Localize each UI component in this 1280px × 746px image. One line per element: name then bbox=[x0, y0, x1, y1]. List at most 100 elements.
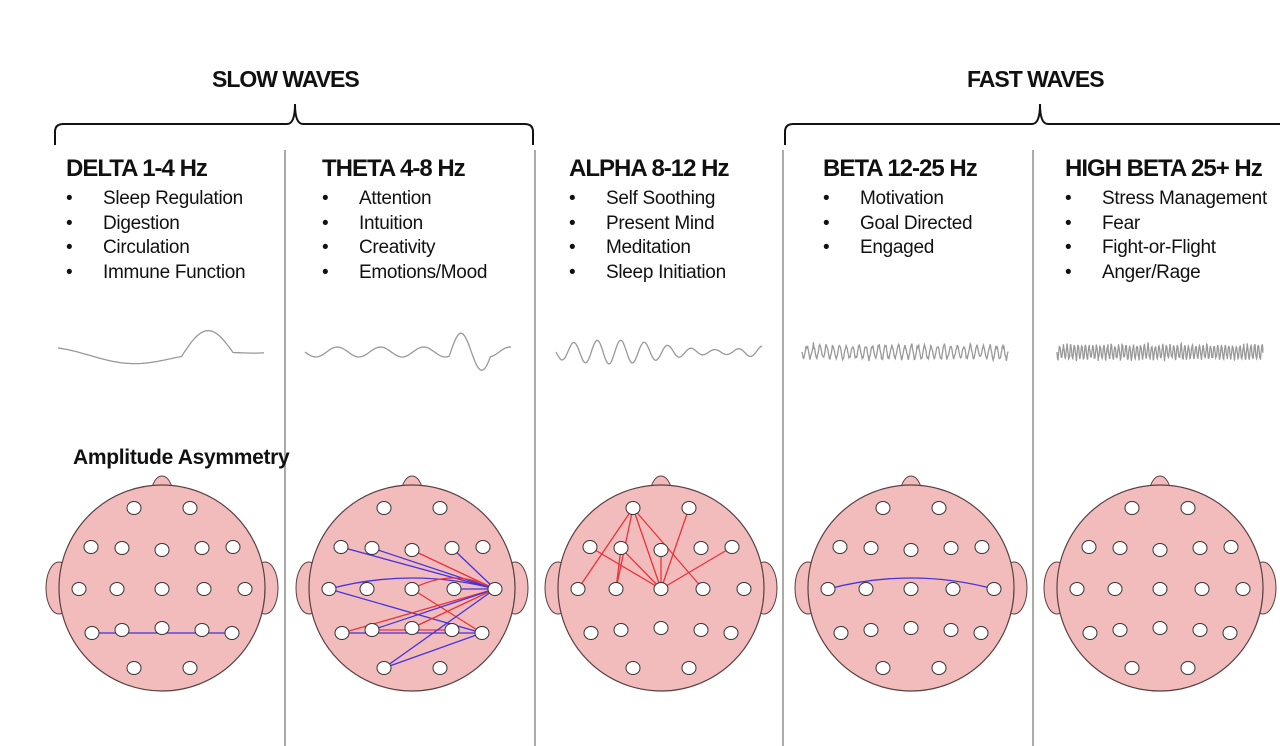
function-item: •Intuition bbox=[322, 212, 572, 237]
electrode bbox=[1223, 540, 1239, 554]
function-list: •Stress Management•Fear•Fight-or-Flight•… bbox=[1065, 187, 1280, 286]
function-item: • Immune Function bbox=[66, 261, 316, 286]
electrode bbox=[858, 582, 874, 596]
electrode bbox=[695, 582, 711, 596]
bullet-icon: • bbox=[66, 237, 73, 259]
electrode bbox=[446, 582, 462, 596]
band-column: HIGH BETA 25+ Hz •Stress Management•Fear•… bbox=[1065, 155, 1280, 286]
electrode bbox=[364, 541, 380, 555]
function-item: •Digestion bbox=[66, 212, 316, 237]
band-column: ALPHA 8-12 Hz•Self Soothing•Present Mind… bbox=[569, 155, 819, 286]
connection-line bbox=[340, 546, 496, 590]
electrode bbox=[608, 582, 624, 596]
function-label: Meditation bbox=[606, 237, 691, 259]
electrode bbox=[875, 661, 891, 675]
function-item: •Anger/Rage bbox=[1065, 261, 1280, 286]
function-item: •Stress Management bbox=[1065, 187, 1280, 212]
connection-line bbox=[451, 547, 496, 590]
electrode bbox=[931, 661, 947, 675]
bullet-icon: • bbox=[322, 262, 329, 284]
electrode bbox=[154, 543, 170, 557]
electrode bbox=[376, 501, 392, 515]
electrode bbox=[903, 582, 919, 596]
electrode bbox=[359, 582, 375, 596]
connection-line bbox=[827, 577, 995, 590]
function-item: •Creativity bbox=[322, 236, 572, 261]
electrode bbox=[1152, 582, 1168, 596]
function-item: •Fight-or-Flight bbox=[1065, 236, 1280, 261]
electrode bbox=[114, 541, 130, 555]
band-column: BETA 12-25 Hz•Motivation•Goal Directed•E… bbox=[823, 155, 1073, 261]
electrode bbox=[625, 661, 641, 675]
electrode bbox=[863, 541, 879, 555]
electrode bbox=[582, 540, 598, 554]
electrode bbox=[84, 626, 100, 640]
amplitude-asymmetry-label: Amplitude Asymmetry bbox=[73, 446, 290, 469]
function-label: Motivation bbox=[860, 188, 944, 209]
electrode bbox=[71, 582, 87, 596]
electrode bbox=[83, 540, 99, 554]
bullet-icon: • bbox=[569, 237, 576, 259]
electrode bbox=[736, 582, 752, 596]
connection-line bbox=[383, 588, 496, 669]
electrode bbox=[1069, 582, 1085, 596]
band-column: THETA 4-8 Hz•Attention•Intuition•Creativ… bbox=[322, 155, 572, 286]
connection-line bbox=[328, 577, 496, 590]
function-label: Stress Management bbox=[1102, 188, 1267, 209]
electrode bbox=[114, 623, 130, 637]
electrode bbox=[653, 582, 669, 596]
head-map bbox=[45, 475, 279, 692]
function-list: •Self Soothing • Present Mind• Meditation•S… bbox=[569, 187, 819, 286]
function-label: Immune Function bbox=[103, 262, 246, 284]
fast-waves-label: FAST WAVES bbox=[967, 66, 1105, 92]
electrode bbox=[693, 541, 709, 555]
function-item: •Emotions/Mood bbox=[322, 261, 572, 286]
electrode bbox=[487, 582, 503, 596]
electrode bbox=[474, 626, 490, 640]
connection-line bbox=[577, 507, 634, 590]
electrode bbox=[833, 626, 849, 640]
electrode bbox=[1112, 541, 1128, 555]
connection-line bbox=[371, 588, 496, 631]
connection-line bbox=[383, 632, 483, 669]
function-label: Fight-or-Flight bbox=[1102, 237, 1216, 259]
function-label: Goal Directed bbox=[860, 212, 973, 234]
function-label: Present Mind bbox=[606, 212, 715, 234]
function-item: •Motivation bbox=[823, 187, 1073, 212]
connection-line bbox=[632, 507, 662, 590]
group-bracket bbox=[54, 103, 534, 145]
function-item: •Sleep Initiation bbox=[569, 261, 819, 286]
band-title: BETA 12-25 Hz bbox=[823, 155, 978, 182]
function-item: •Engaged bbox=[823, 236, 1073, 261]
electrode bbox=[154, 582, 170, 596]
eeg-wave-3 bbox=[801, 341, 1009, 363]
function-list: •Attention•Intuition•Creativity•Emotions… bbox=[322, 187, 572, 286]
connection-line bbox=[660, 546, 733, 590]
electrode bbox=[1081, 540, 1097, 554]
function-item: •Self Soothing bbox=[569, 187, 819, 212]
eeg-wave-0 bbox=[57, 330, 265, 365]
band-title: DELTA 1-4 Hz bbox=[66, 155, 208, 182]
band-title: HIGH BETA 25+ Hz bbox=[1065, 155, 1263, 182]
electrode bbox=[903, 543, 919, 557]
electrode bbox=[444, 623, 460, 637]
electrode bbox=[875, 501, 891, 515]
electrode bbox=[693, 623, 709, 637]
function-list: •Sleep Regulation•Digestion•Circulation•… bbox=[66, 187, 316, 286]
eeg-wave-4 bbox=[1056, 341, 1264, 362]
electrode bbox=[724, 540, 740, 554]
function-item: • Meditation bbox=[569, 236, 819, 261]
electrode bbox=[194, 541, 210, 555]
electrode bbox=[182, 661, 198, 675]
electrode bbox=[404, 582, 420, 596]
electrode bbox=[723, 626, 739, 640]
electrode bbox=[943, 541, 959, 555]
bullet-icon: • bbox=[322, 212, 329, 234]
eeg-wave-2 bbox=[555, 339, 763, 365]
electrode bbox=[570, 582, 586, 596]
function-label: Self Soothing bbox=[606, 188, 716, 209]
electrode bbox=[903, 621, 919, 635]
electrode bbox=[1152, 621, 1168, 635]
bullet-icon: • bbox=[66, 188, 73, 209]
bullet-icon: • bbox=[66, 262, 73, 284]
